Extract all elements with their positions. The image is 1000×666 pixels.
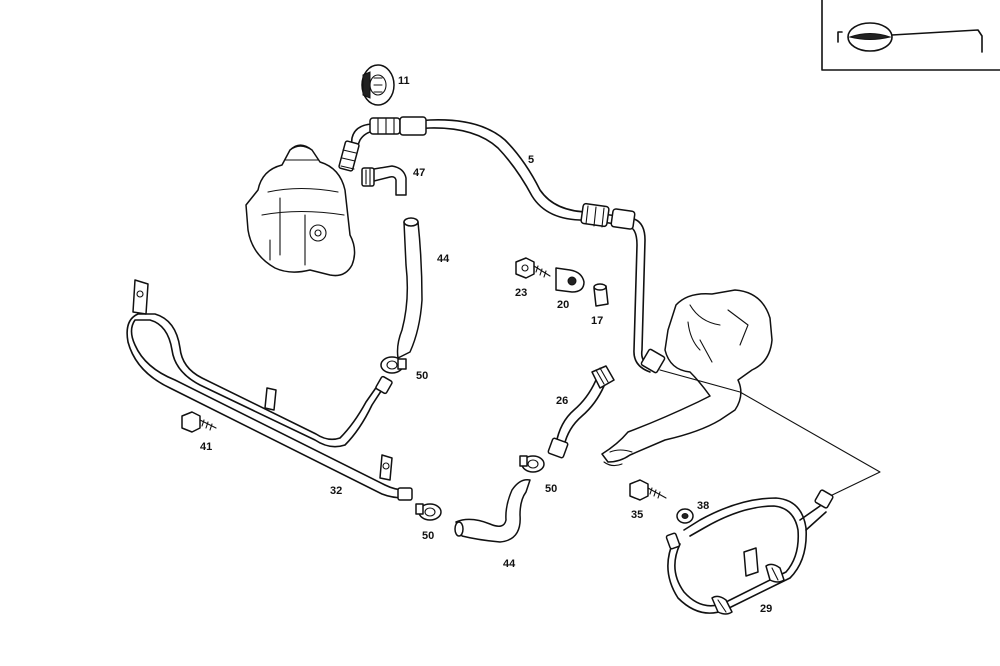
power-steering-pump[interactable] [245, 144, 356, 277]
label-35: 35 [631, 509, 643, 521]
part-41-bolt[interactable] [181, 411, 217, 433]
part-50-hose-clamp-c[interactable] [415, 503, 442, 521]
label-38: 38 [697, 500, 709, 512]
part-44-return-hose-upper[interactable] [396, 217, 423, 359]
part-35-bolt[interactable] [629, 479, 667, 501]
part-44-return-hose-lower[interactable] [454, 478, 531, 543]
steering-gear[interactable] [601, 289, 773, 467]
part-47-elbow-fitting[interactable] [361, 165, 407, 196]
label-23: 23 [515, 287, 527, 299]
part-32-cooler-line[interactable] [126, 279, 413, 501]
label-50-a: 50 [416, 370, 428, 382]
part-20-clamp[interactable] [555, 267, 585, 293]
label-44-lower: 44 [503, 558, 516, 570]
part-23-bolt[interactable] [515, 257, 551, 279]
label-32: 32 [330, 485, 342, 497]
part-11-grommet[interactable] [361, 64, 395, 106]
label-26: 26 [556, 395, 568, 407]
part-17-sleeve[interactable] [593, 283, 609, 307]
part-5-pressure-hose[interactable] [338, 116, 666, 374]
label-44-upper: 44 [437, 253, 450, 265]
label-5: 5 [528, 154, 534, 166]
label-41: 41 [200, 441, 212, 453]
part-26-connecting-line[interactable] [547, 365, 615, 459]
leader-line-29 [659, 369, 881, 499]
label-50-c: 50 [422, 530, 434, 542]
inset-box [821, 0, 1000, 71]
label-29: 29 [760, 603, 772, 615]
label-11: 11 [398, 75, 410, 87]
label-17: 17 [591, 315, 603, 327]
part-50-hose-clamp-a[interactable] [380, 356, 407, 374]
label-20: 20 [557, 299, 569, 311]
part-50-hose-clamp-b[interactable] [519, 455, 545, 473]
label-50-b: 50 [545, 483, 557, 495]
part-29-cooling-loop[interactable] [665, 489, 834, 615]
part-38-washer[interactable] [676, 508, 694, 524]
label-47: 47 [413, 167, 425, 179]
steering-wheel-icon [837, 22, 983, 53]
